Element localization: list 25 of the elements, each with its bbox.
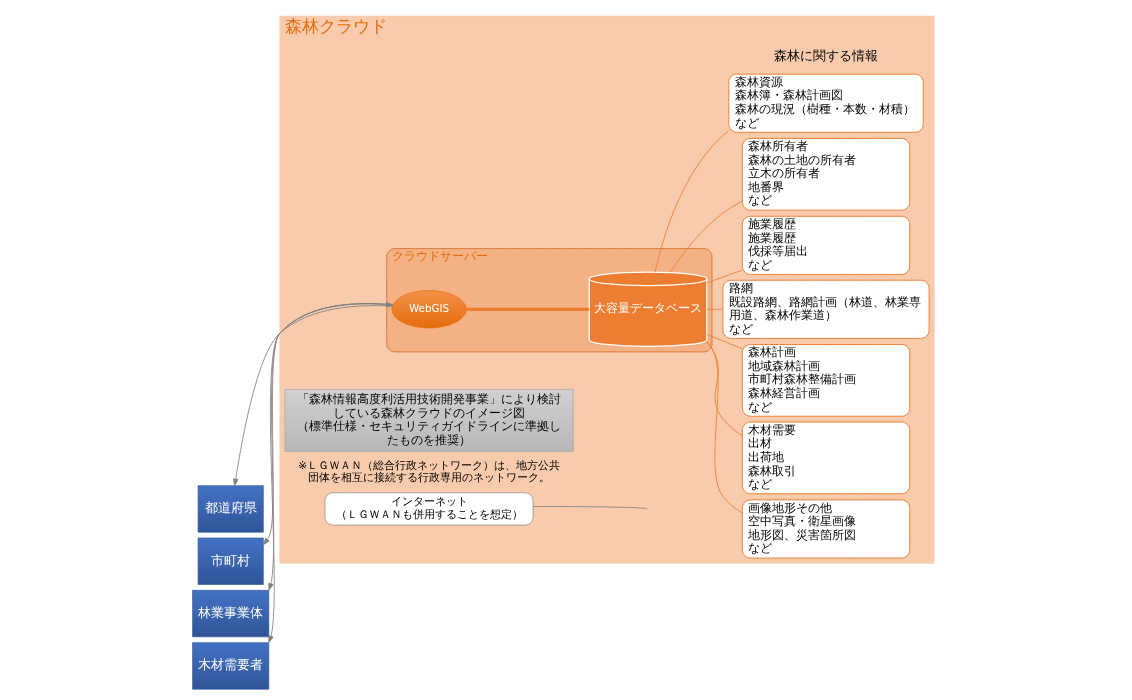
connector (654, 130, 730, 273)
label: ※ＬＧＷＡＮ（総合行政ネットワーク）は、地方公共団体を相互に接続する行政専用のネットワーク。 (297, 458, 561, 484)
node-box: 木材需要 出材 出荷地 森林取引 など (741, 421, 911, 495)
node-box: 画像地形その他 空中写真・衛星画像 地形図、災害箇所図 など (741, 499, 911, 559)
node-box: 都道府県 (197, 485, 264, 533)
connector (706, 341, 743, 437)
node-box: 路網 既設路網、路網計画（林道、林業専用道、森林作業道） など (722, 279, 930, 339)
node-box: 「森林情報高度利活用技術開発事業」により検討している森林クラウドのイメージ図 （標準仕様・セキュリティガイドラインに準拠したものを推奨） (284, 389, 574, 452)
connector (466, 307, 590, 311)
node-box: 森林資源 森林簿・森林計画図 森林の現況（樹種・本数・材積） など (728, 73, 924, 133)
node-box: 木材需要者 (192, 642, 270, 690)
node-box: 林業事業体 (192, 590, 270, 638)
node-box: 森林計画 地域森林計画 市町村森林整備計画 森林経営計画 など (741, 344, 911, 417)
connector (669, 200, 743, 273)
node-box: インターネット （ＬＧＷＡＮも併用することを想定） (324, 492, 534, 526)
connector (532, 506, 648, 510)
node-box: 森林所有者 森林の土地の所有者 立木の所有者 地番界 など (741, 137, 911, 211)
arrow (233, 305, 393, 486)
connector (706, 341, 743, 514)
node-ellipse: WebGIS (391, 290, 467, 329)
node-box: 市町村 (197, 537, 264, 585)
node-box: 施業履歴 施業履歴 伐採等届出 など (741, 215, 911, 275)
connector (706, 269, 743, 284)
connector (706, 308, 724, 310)
connector (706, 333, 743, 350)
